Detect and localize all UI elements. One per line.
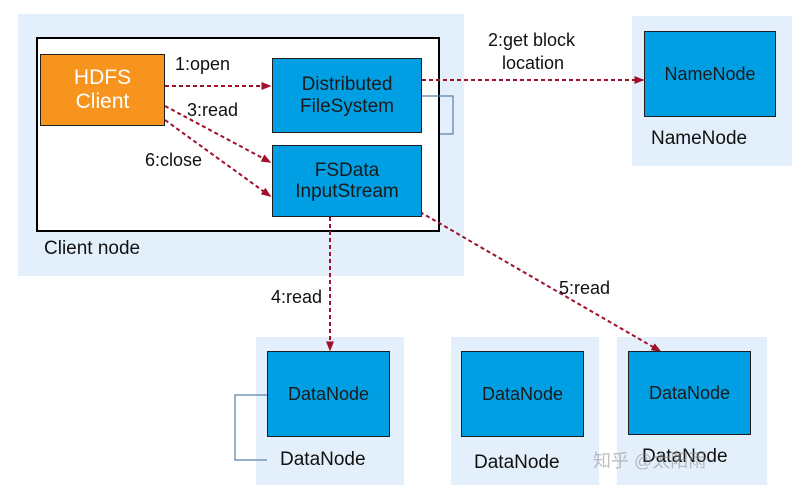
- namenode-box-text: NameNode: [664, 63, 756, 84]
- hdfs-client-box: HDFS Client: [40, 54, 165, 126]
- edge-label-close: 6:close: [145, 150, 203, 170]
- distributed-fs-line-2: FileSystem: [300, 95, 394, 117]
- hdfs-client-line-2: Client: [75, 90, 130, 113]
- datanode-box-1-text: DataNode: [287, 383, 370, 404]
- namenode-label: NameNode: [651, 128, 748, 149]
- arrow-read-3: [164, 105, 272, 163]
- namenode-box: NameNode: [644, 31, 776, 117]
- client-node-label: Client node: [44, 238, 141, 259]
- datanode-box-3-text: DataNode: [648, 382, 731, 403]
- arrow-read-5: [419, 211, 662, 352]
- datanode-box-1: DataNode: [267, 351, 390, 437]
- jvm-bracket: [422, 95, 454, 135]
- distributed-fs-line-1: Distributed: [301, 74, 393, 96]
- hdfs-client-line-1: HDFS: [73, 66, 132, 90]
- watermark: 知乎 @太阳雨: [593, 451, 707, 471]
- datanode-label-3: DataNode: [642, 446, 728, 467]
- datanode-label-1: DataNode: [280, 449, 366, 470]
- edge-label-read-5: 5:read: [559, 278, 611, 298]
- fsdata-inputstream-box: FSData InputStream: [272, 145, 422, 217]
- datanode-box-2: DataNode: [461, 351, 584, 437]
- datanode-label-2: DataNode: [474, 452, 560, 473]
- datanode-box-2-text: DataNode: [481, 383, 564, 404]
- edge-label-open: 1:open: [175, 54, 231, 74]
- arrow-close: [164, 119, 272, 197]
- edge-label-get-block: 2:get block location: [488, 29, 575, 74]
- edge-label-read-4: 4:read: [271, 287, 323, 307]
- distributed-filesystem-box: Distributed FileSystem: [272, 58, 422, 133]
- edge-label-read-3: 3:read: [187, 100, 239, 120]
- fsdata-line-2: InputStream: [295, 181, 399, 202]
- get-block-line-2: location: [502, 52, 565, 73]
- datanode-box-3: DataNode: [628, 351, 751, 435]
- datanode-bracket: [234, 394, 267, 461]
- fsdata-line-1: FSData: [314, 159, 380, 181]
- get-block-line-1: 2:get block: [488, 30, 576, 50]
